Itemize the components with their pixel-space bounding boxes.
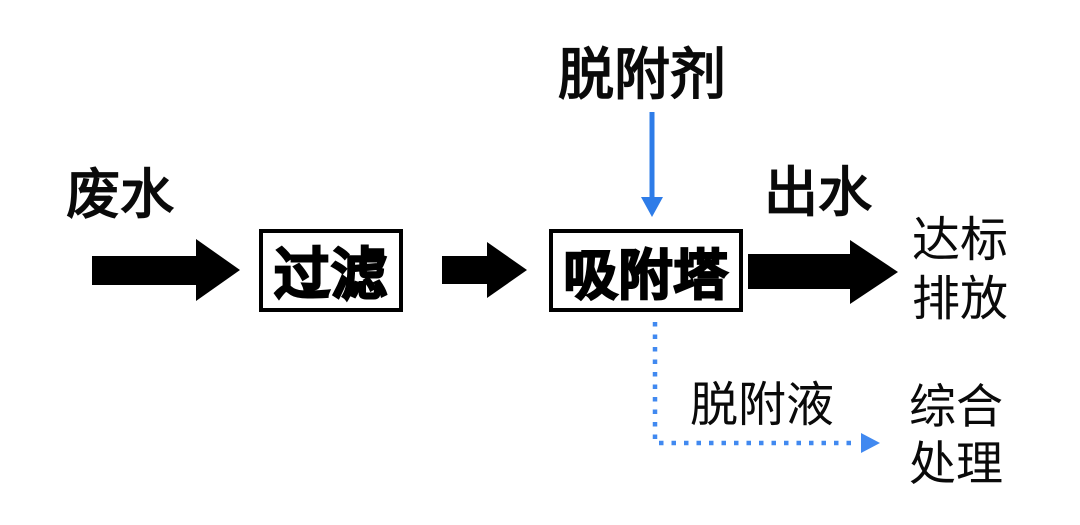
wastewater-label: 废水 <box>66 165 174 225</box>
desorption-arrow-head <box>861 433 880 453</box>
comprehensive-treatment-label: 综合 处理 <box>909 380 1003 491</box>
filter-node: 过滤 <box>259 229 403 312</box>
adsorption-tower-node: 吸附塔 <box>549 229 743 312</box>
effluent-label: 出水 <box>764 163 872 223</box>
flow-arrow-3 <box>748 240 898 304</box>
desorbent-label: 脱附剂 <box>558 43 726 106</box>
discharge-standard-label: 达标 排放 <box>912 214 1009 326</box>
desorption-liquid-label: 脱附液 <box>690 379 835 432</box>
filter-node-label: 过滤 <box>273 242 388 307</box>
flow-arrow-1 <box>92 239 240 301</box>
desorbent-arrow-head <box>641 197 663 217</box>
adsorption-tower-node-label: 吸附塔 <box>562 245 729 307</box>
flow-arrow-2 <box>442 242 527 298</box>
